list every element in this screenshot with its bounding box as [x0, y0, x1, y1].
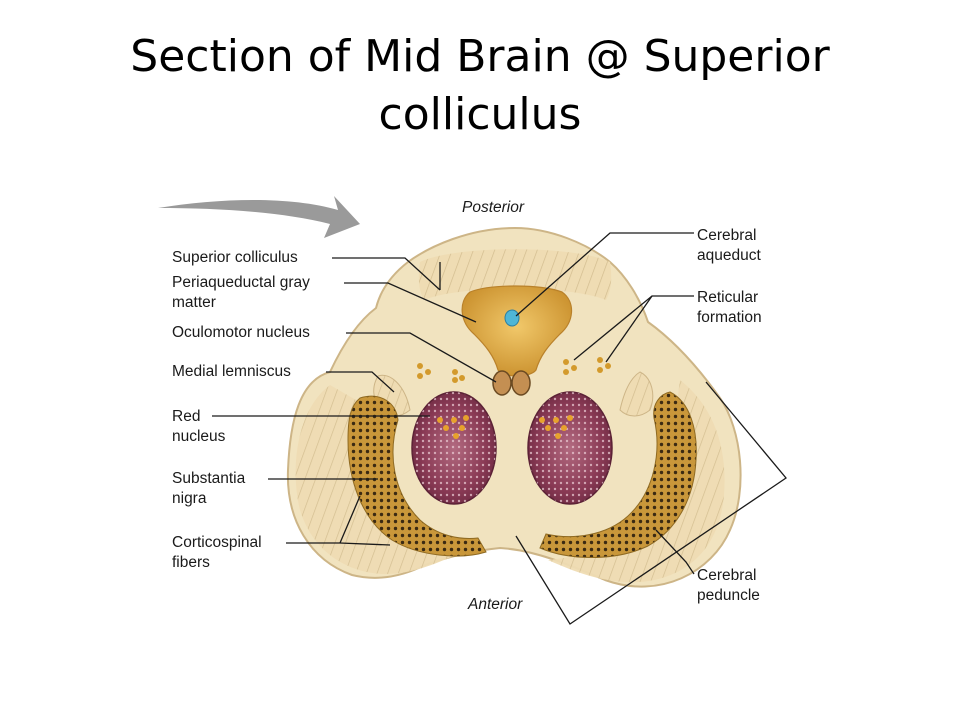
leader-lines — [212, 232, 787, 625]
label-anterior: Anterior — [467, 596, 523, 613]
label-red-nucleus-line1: Red — [172, 408, 200, 425]
label-substantia-line1: Substantia — [172, 470, 246, 487]
label-periaqueductal-line2: matter — [172, 294, 216, 311]
red-nucleus-right — [527, 391, 613, 505]
label-cerebral-aqueduct-line2: aqueduct — [697, 247, 761, 264]
periaqueductal-gray-matter — [461, 285, 573, 377]
cerebral-aqueduct — [504, 309, 520, 327]
red-nucleus-left — [411, 391, 497, 505]
label-corticospinal-line1: Corticospinal — [172, 534, 262, 551]
substantia-nigra-right — [539, 391, 697, 558]
reticular-formation-dots — [417, 357, 611, 383]
label-oculomotor-nucleus: Oculomotor nucleus — [172, 324, 310, 341]
substantia-nigra-left — [347, 395, 487, 557]
label-corticospinal-line2: fibers — [172, 554, 210, 571]
oculomotor-nucleus-left — [492, 370, 512, 396]
label-superior-colliculus: Superior colliculus — [172, 249, 298, 266]
medial-lemniscus-right — [619, 371, 654, 417]
label-cerebral-peduncle-line2: peduncle — [697, 587, 760, 604]
oculomotor-nucleus-right — [511, 370, 531, 396]
label-periaqueductal-line1: Periaqueductal gray — [172, 274, 310, 291]
title-line-1: Section of Mid Brain @ Superior — [130, 31, 830, 82]
title-line-2: colliculus — [378, 89, 582, 140]
superior-colliculus-region — [418, 249, 612, 300]
orientation-arrow-icon — [158, 196, 360, 238]
label-posterior: Posterior — [462, 199, 525, 216]
label-medial-lemniscus: Medial lemniscus — [172, 363, 291, 380]
label-reticular-line1: Reticular — [697, 289, 758, 306]
label-substantia-line2: nigra — [172, 490, 207, 507]
label-red-nucleus-line2: nucleus — [172, 428, 226, 445]
label-cerebral-aqueduct-line1: Cerebral — [697, 227, 756, 244]
left-cerebral-peduncle-band — [295, 385, 462, 575]
label-cerebral-peduncle-line1: Cerebral — [697, 567, 756, 584]
slide-title: Section of Mid Brain @ Superior collicul… — [0, 28, 960, 144]
label-reticular-line2: formation — [697, 309, 762, 326]
